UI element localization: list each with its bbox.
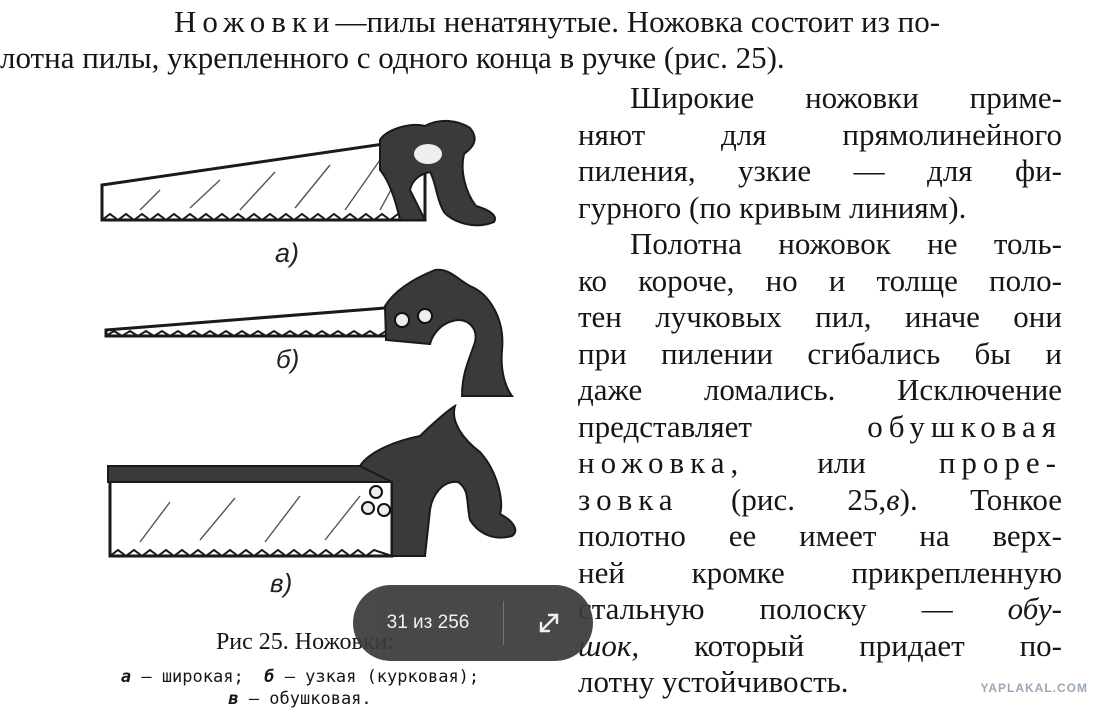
- para2-line8: зовка (рис. 25,в). Тонкое: [578, 481, 1062, 517]
- para2-line3: тен лучковых пил, иначе они: [578, 299, 1062, 334]
- page-counter: 31 из 256: [386, 612, 470, 633]
- counter-divider: [503, 601, 504, 645]
- para2-line10: ней кромке прикрепленную: [578, 554, 1062, 590]
- para2-line12: шок, который придает по-: [578, 627, 1062, 663]
- para2-line1: Полотна ножовок не толь-: [630, 226, 1062, 261]
- wide-saw-illustration: [100, 120, 496, 227]
- label-v: в): [270, 568, 292, 598]
- expand-button[interactable]: [504, 610, 593, 636]
- para2-line13: лотну устойчивость.: [578, 664, 849, 699]
- label-b: б): [276, 344, 299, 374]
- para1-line3: пиления, узкие — для фи-: [578, 153, 1062, 188]
- figure-25: а) б): [80, 110, 550, 620]
- para2-line5: даже ломались. Исключение: [578, 372, 1062, 407]
- para2-line6: представляет обушковая: [578, 408, 1062, 444]
- term-prorezovka-1: проре-: [938, 445, 1063, 480]
- term-obushok-1: обу-: [1007, 591, 1062, 626]
- page-counter-overlay: 31 из 256: [353, 585, 593, 661]
- para1-line2: няют для прямолинейного: [578, 116, 1062, 152]
- body-text-column: Широкие ножовки приме- няют для прямолин…: [578, 80, 1062, 701]
- text-line-2: лотна пилы, укрепленного с одного конца …: [0, 40, 785, 75]
- term-obushkovaya: обушковая: [867, 408, 1062, 444]
- para2-line2: ко короче, но и толще поло-: [578, 262, 1062, 298]
- para2-line4: при пилении сгибались бы и: [578, 335, 1062, 371]
- para2-line11: стальную полоску — обу-: [578, 591, 1062, 626]
- term-nozhovka: ножовка,: [578, 445, 745, 480]
- para1-line4: гурного (по кривым линиям).: [578, 189, 967, 225]
- label-a: а): [275, 238, 299, 268]
- para2-line7: ножовка, или проре-: [578, 445, 1063, 480]
- back-saw-illustration: [107, 403, 517, 558]
- narrow-saw-illustration: [104, 268, 514, 397]
- expand-arrows-icon: [539, 613, 558, 633]
- para2-line9: полотно ее имеет на верх-: [578, 518, 1062, 553]
- para1-line1: Широкие ножовки приме-: [630, 80, 1062, 115]
- term-prorezovka-2: зовка: [578, 481, 679, 517]
- figure-legend: а — широкая; б — узкая (курковая); в — о…: [120, 667, 480, 709]
- text-line-1: Ножовки—пилы ненатянутые. Ножовка состои…: [173, 4, 941, 39]
- saws-drawing: а) б): [100, 120, 517, 598]
- term-nozhovki: Ножовки: [173, 4, 336, 39]
- site-watermark: YAPLAKAL.COM: [980, 681, 1088, 695]
